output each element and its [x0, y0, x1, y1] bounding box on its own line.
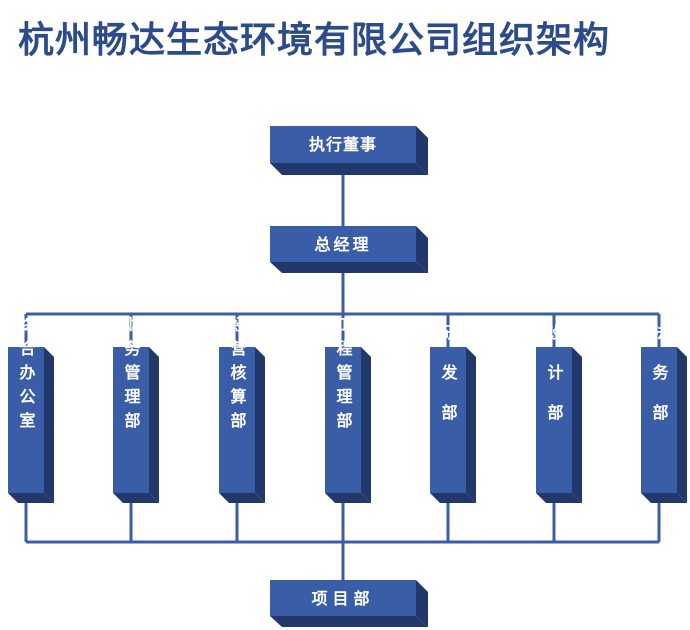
box-front — [325, 347, 361, 493]
box-front — [270, 226, 416, 262]
box-side — [416, 126, 428, 175]
box-bottom — [8, 493, 54, 503]
box-front — [270, 126, 416, 163]
department-label-4: 工程管理部 — [334, 316, 353, 436]
box-bottom — [113, 493, 159, 503]
box-front — [8, 347, 44, 493]
box-side — [466, 347, 476, 503]
box-side — [44, 347, 54, 503]
department-label-1: 综合办公室 — [17, 315, 36, 436]
box-side — [572, 347, 582, 503]
department-label-6: 设计部 — [545, 324, 564, 444]
box-bottom — [219, 493, 265, 503]
department-box: 工程管理部 — [325, 316, 371, 503]
box-front — [641, 347, 677, 493]
department-box: 财务管理部 — [113, 315, 159, 503]
box-bottom — [641, 493, 687, 503]
connector-lines — [24, 168, 661, 580]
box-bottom — [536, 493, 582, 503]
box-bottom — [325, 493, 371, 503]
box-side — [361, 347, 371, 503]
box-bottom — [270, 163, 428, 175]
box-front — [219, 347, 255, 493]
box-bottom — [270, 616, 428, 627]
box-front — [113, 347, 149, 493]
box-side — [149, 347, 159, 503]
box-front — [430, 347, 466, 493]
department-box: 综合办公室 — [8, 315, 54, 503]
box-front — [536, 347, 572, 493]
box-side — [416, 580, 428, 627]
box-side — [255, 347, 265, 503]
box-side — [416, 226, 428, 273]
general-manager-box: 总经理 — [270, 226, 428, 273]
box-front — [270, 580, 416, 616]
department-label-2: 财务管理部 — [122, 315, 142, 436]
department-box: 法务部 — [641, 323, 687, 503]
executive-director-label: 执行董事 — [309, 135, 377, 154]
page-title: 杭州畅达生态环境有限公司组织架构 — [18, 20, 611, 61]
department-box: 研发部 — [430, 324, 476, 503]
general-manager-label: 总经理 — [314, 235, 371, 254]
department-label-7: 法务部 — [650, 323, 669, 444]
department-box: 设计部 — [536, 324, 582, 503]
box-side — [677, 347, 687, 503]
department-box: 经营核算部 — [219, 315, 265, 503]
department-label-3: 经营核算部 — [228, 315, 247, 436]
box-bottom — [430, 493, 476, 503]
box-bottom — [270, 262, 428, 273]
project-department-box: 项目部 — [270, 580, 428, 627]
project-department-label: 项目部 — [311, 589, 374, 608]
executive-director-box: 执行董事 — [270, 126, 428, 175]
department-label-5: 研发部 — [439, 324, 459, 444]
